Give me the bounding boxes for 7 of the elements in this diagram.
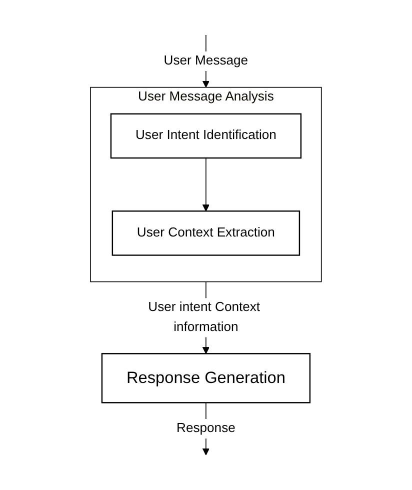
edge-label: Response — [176, 421, 236, 436]
arrow — [202, 158, 210, 212]
node-box: User Intent Identification — [110, 113, 302, 159]
node-box: User Context Extraction — [112, 210, 300, 256]
node-box: Response Generation — [101, 353, 311, 404]
edge-label: User Message — [164, 54, 248, 68]
edge-label: User intent Context information — [148, 300, 260, 334]
